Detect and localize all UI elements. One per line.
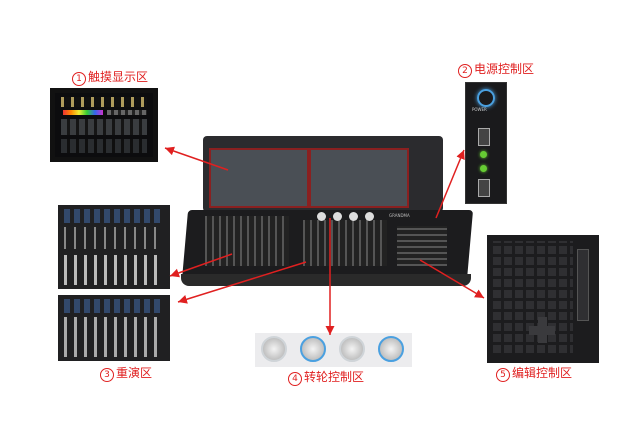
encoder-knob-icon <box>339 336 365 362</box>
power-panel-photo: POWER <box>465 82 507 204</box>
touch-display-photo <box>50 88 158 162</box>
encoder-knob-icon <box>261 336 287 362</box>
playback-panel-photo-bottom <box>58 295 170 361</box>
usb-icon <box>478 179 490 197</box>
touch-display-screen <box>55 93 153 157</box>
console-screen-right <box>309 148 409 208</box>
arrow-playback-top <box>169 253 233 278</box>
console-brand: GRANDMA <box>389 213 410 218</box>
status-led-icon <box>480 165 487 172</box>
console-screen-left <box>209 148 309 208</box>
console-photo: GRANDMA <box>175 134 480 294</box>
power-caption: POWER <box>472 107 487 112</box>
encoder-knob-icon <box>378 336 404 362</box>
arrow-playback-bottom <box>177 261 307 304</box>
encoder-knob-icon <box>300 336 326 362</box>
power-icon <box>477 89 495 107</box>
edit-panel-photo <box>487 235 599 363</box>
encoder-panel-photo <box>255 333 412 367</box>
arrow-touch <box>164 146 229 171</box>
arrow-power <box>435 149 465 219</box>
playback-panel-photo-top <box>58 205 170 289</box>
arrow-edit <box>419 259 485 299</box>
status-led-icon <box>480 151 487 158</box>
usb-icon <box>478 128 490 146</box>
